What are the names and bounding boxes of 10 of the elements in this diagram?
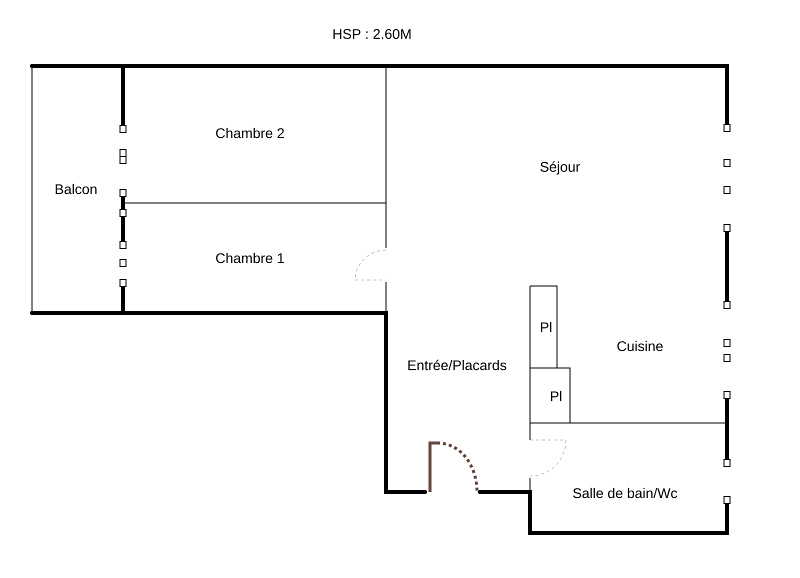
room-label: Salle de bain/Wc (573, 488, 678, 498)
room-label: Chambre 2 (216, 128, 284, 138)
room-label: Cuisine (617, 340, 663, 352)
ceiling-height-label: HSP : 2.60M (333, 29, 411, 39)
room-label: Entrée/Placards (408, 360, 506, 370)
room-label: Chambre 1 (216, 252, 284, 264)
room-label: Pl (550, 390, 562, 402)
room-label: Balcon (56, 184, 96, 194)
room-label: Pl (540, 322, 552, 332)
room-label: Séjour (540, 161, 580, 175)
